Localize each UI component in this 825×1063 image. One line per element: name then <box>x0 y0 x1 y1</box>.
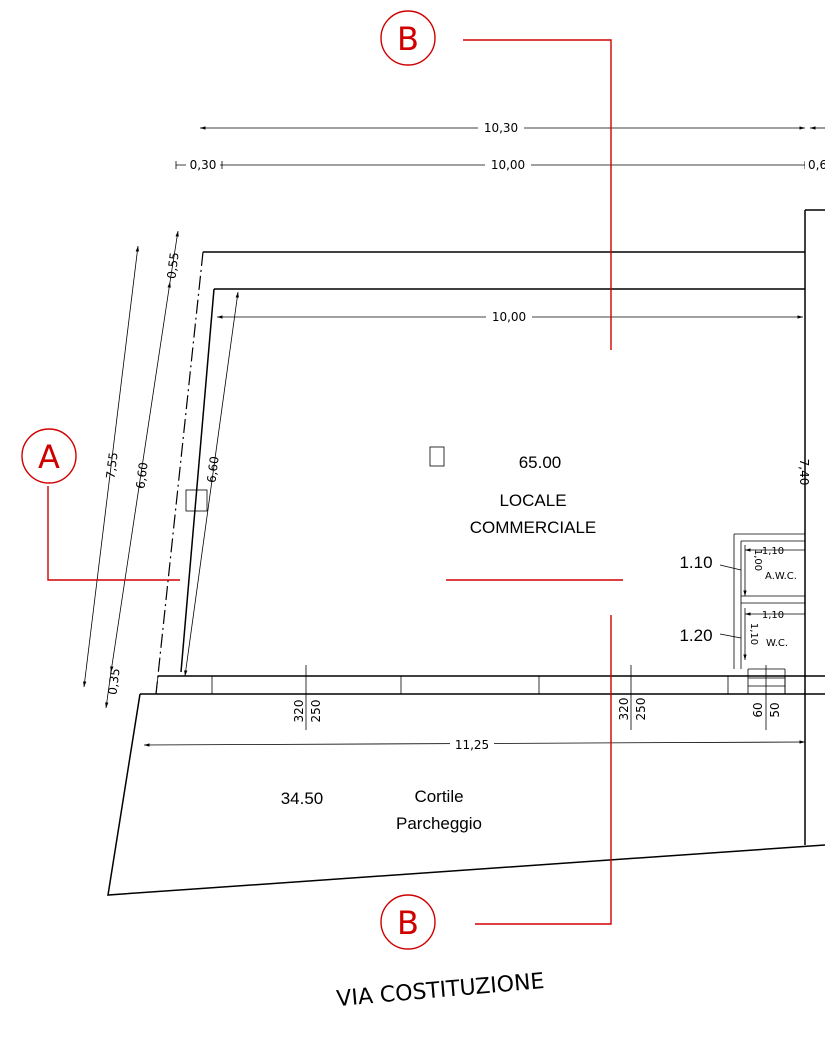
dim-inner-width: 10,00 <box>492 310 526 324</box>
dim-wc-height: 1,10 <box>748 623 759 645</box>
section-b-bottom-icon <box>380 894 436 950</box>
room-labels: 65.00 LOCALE COMMERCIALE 1.10 A.W.C. 1.2… <box>281 453 797 833</box>
dim-inner-left: 6,60 <box>204 455 221 483</box>
dim-window2-bottom: 250 <box>634 698 648 721</box>
dim-top-left: 0,30 <box>190 158 217 172</box>
dim-window2-top: 320 <box>617 698 631 721</box>
room-courtyard-area: 34.50 <box>281 789 324 808</box>
room-courtyard-line2: Parcheggio <box>396 814 482 833</box>
room-awc-area: 1.10 <box>679 553 712 572</box>
dim-diag-bottom-small: 0,35 <box>105 667 122 695</box>
dim-door-bottom: 50 <box>768 702 782 717</box>
dim-awc-width: 1,10 <box>762 546 784 557</box>
courtyard-outline <box>107 693 825 896</box>
room-courtyard-line1: Cortile <box>414 787 463 806</box>
dim-diag-top-small: 0,55 <box>164 251 181 279</box>
room-awc-label: A.W.C. <box>765 571 797 582</box>
room-wc-label: W.C. <box>766 638 788 649</box>
dim-top-mid: 10,00 <box>491 158 525 172</box>
room-wc-area: 1.20 <box>679 626 712 645</box>
dim-top-total: 10,30 <box>484 121 518 135</box>
street-name: VIA COSTITUZIONE <box>335 969 545 1012</box>
section-mark-a: A <box>38 438 60 476</box>
dim-diag-mid: 6,60 <box>133 461 150 489</box>
column-icon <box>429 446 445 467</box>
dimension-lines <box>83 126 825 747</box>
room-commercial-area: 65.00 <box>519 453 562 472</box>
section-lines: B B A <box>21 10 623 950</box>
dim-awc-height: 1,00 <box>752 549 763 571</box>
dimension-labels: 10,30 0,30 10,00 0,6 10,00 7,55 6,60 0,5… <box>103 120 825 752</box>
dim-right-side: 7,40 <box>797 459 811 486</box>
room-commercial-line2: COMMERCIALE <box>470 518 597 537</box>
dim-wc-width: 1,10 <box>762 610 784 621</box>
dim-top-right: 0,6 <box>808 158 825 172</box>
room-commercial-line1: LOCALE <box>499 491 566 510</box>
section-b-top-icon <box>380 10 436 66</box>
dim-window1-bottom: 250 <box>309 700 323 723</box>
section-a-icon <box>21 428 77 484</box>
bathroom-block <box>733 533 805 694</box>
dim-door-top: 60 <box>751 702 765 717</box>
dim-courtyard-width: 11,25 <box>455 738 489 752</box>
section-mark-b-bottom: B <box>397 904 419 942</box>
dim-diag-outer: 7,55 <box>103 451 120 479</box>
dim-window1-top: 320 <box>292 700 306 723</box>
section-mark-b-top: B <box>397 20 419 58</box>
